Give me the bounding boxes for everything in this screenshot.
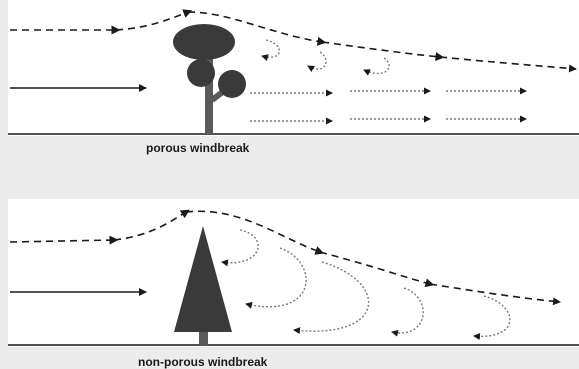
porous-windbreak-label: porous windbreak [146, 141, 250, 155]
deciduous-tree-icon [173, 24, 246, 134]
small-eddy [363, 57, 390, 76]
upper-airflow-segment [321, 41, 445, 62]
nonporous-panel [8, 199, 579, 347]
upper-airflow-segment [439, 56, 577, 73]
upper-airflow-segment [187, 11, 327, 46]
upper-airflow-segment [9, 235, 119, 245]
small-eddy [307, 51, 327, 73]
porous-windbreak-scene [8, 9, 579, 135]
upper-airflow-segment [429, 283, 561, 306]
small-eddy [261, 39, 281, 61]
nonporous-windbreak-label: non-porous windbreak [138, 355, 268, 369]
large-eddy [221, 229, 259, 267]
large-eddy [391, 287, 424, 337]
large-eddy [473, 295, 511, 341]
porous-panel [8, 0, 579, 136]
conifer-tree-icon [174, 226, 232, 345]
upper-airflow-segment [113, 209, 190, 241]
nonporous-windbreak-scene [8, 209, 579, 346]
upper-airflow-segment [319, 251, 435, 288]
upper-airflow-segment [185, 210, 325, 255]
